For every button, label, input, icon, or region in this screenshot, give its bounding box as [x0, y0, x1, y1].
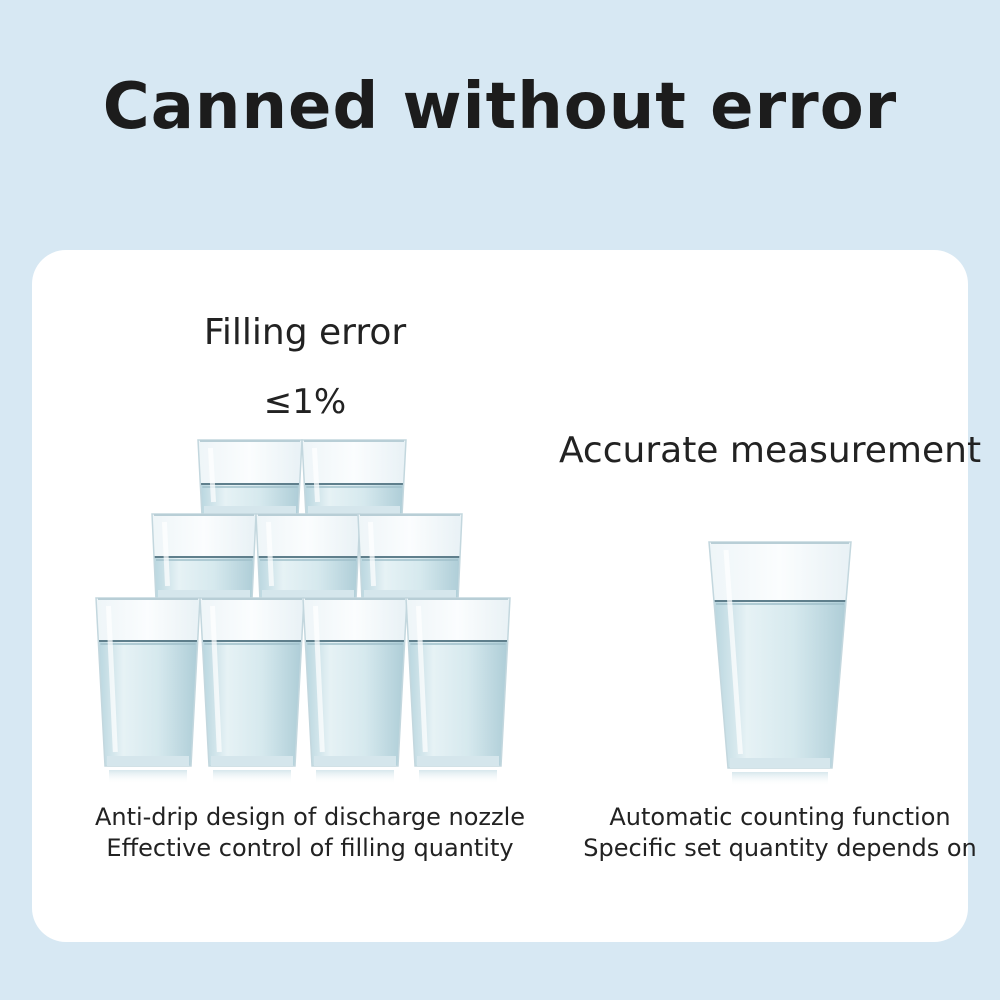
glass-icon — [708, 541, 852, 786]
glass-icon — [199, 597, 305, 784]
glass-icon — [151, 513, 257, 601]
left-caption-line-1: Anti-drip design of discharge nozzle — [94, 803, 526, 831]
glass-icon — [302, 597, 408, 784]
glass-icon — [95, 597, 201, 784]
filling-error-label: Filling error — [203, 312, 407, 353]
right-caption-line-1: Automatic counting function — [609, 803, 951, 831]
glass-icon — [301, 439, 407, 517]
glass-pyramid — [95, 439, 511, 784]
single-glass — [708, 541, 852, 786]
page-title: Canned without error — [102, 70, 898, 144]
right-caption-line-2: Specific set quantity depends on — [583, 834, 977, 862]
glass-icon — [357, 513, 463, 601]
glass-icon — [197, 439, 303, 517]
filling-error-value: ≤1% — [263, 382, 347, 422]
right-caption: Automatic counting function Specific set… — [560, 802, 1000, 864]
glass-icon — [405, 597, 511, 784]
left-caption: Anti-drip design of discharge nozzle Eff… — [40, 802, 580, 864]
glass-icon — [255, 513, 361, 601]
accurate-measurement-label: Accurate measurement — [558, 430, 982, 471]
left-caption-line-2: Effective control of filling quantity — [106, 834, 514, 862]
